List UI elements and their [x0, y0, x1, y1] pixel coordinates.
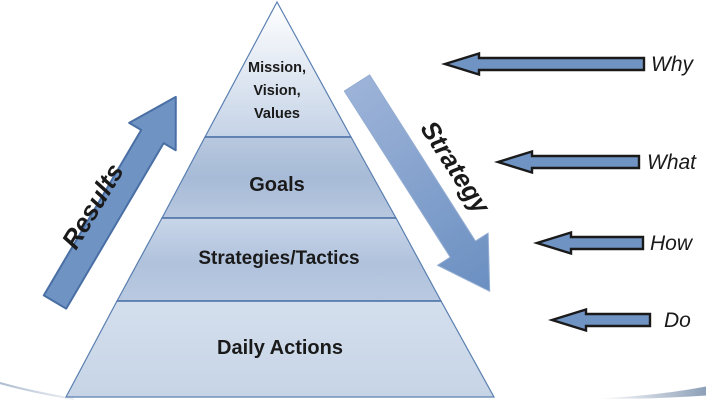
background-swoosh-right [596, 386, 706, 399]
question-arrows [440, 51, 652, 333]
pyramid [65, 0, 496, 398]
how-label: How [650, 232, 693, 255]
pyramid-label-daily-actions: Daily Actions [217, 337, 343, 359]
mission-line-3: Values [254, 106, 300, 122]
why-label: Why [651, 53, 693, 76]
do-arrow [547, 307, 652, 333]
background-swoosh-left [0, 381, 75, 400]
what-arrow [493, 149, 641, 175]
what-label: What [647, 151, 697, 174]
strategy-arrow [343, 74, 491, 292]
results-arrow [42, 95, 177, 310]
pyramid-label-goals: Goals [249, 174, 305, 196]
why-arrow [440, 51, 646, 77]
how-arrow [532, 230, 645, 256]
results-arrow-shape [42, 95, 177, 310]
strategy-arrow-shape [343, 74, 491, 292]
pyramid-label-strategies-tactics: Strategies/Tactics [198, 248, 360, 269]
do-label: Do [664, 309, 691, 332]
mission-line-2: Vision, [253, 83, 301, 99]
pyramid-label-mission-vision-values: Mission, Vision, Values [202, 57, 352, 126]
mission-line-1: Mission, [247, 60, 306, 76]
